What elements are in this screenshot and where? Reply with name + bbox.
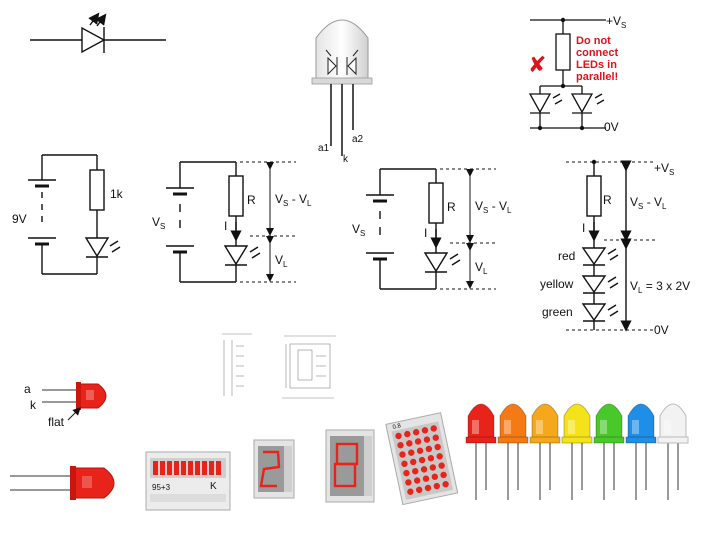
resistor-r-label: R xyxy=(447,200,456,214)
current-i-label: I xyxy=(424,226,427,240)
matrix-dot xyxy=(401,460,408,468)
simple-led-circuit: 1k 9V xyxy=(12,154,124,275)
colored-led-row xyxy=(465,403,689,500)
parallel-ground-label: 0V xyxy=(604,120,619,134)
series-current-label: I xyxy=(582,221,585,235)
resistor-value-label: 1k xyxy=(110,187,124,201)
matrix-dot xyxy=(434,443,441,451)
led-orange xyxy=(497,403,529,500)
matrix-dot xyxy=(424,484,432,492)
series-resistor-label: R xyxy=(603,193,612,207)
matrix-dot xyxy=(407,488,414,495)
dot-matrix-display: 0.8 xyxy=(385,412,459,506)
matrix-dot xyxy=(432,434,439,441)
matrix-dot xyxy=(408,449,415,456)
datasheet-pinout-drawing xyxy=(222,333,252,396)
matrix-dot xyxy=(414,438,422,445)
led-side-view-labeled: a k flat xyxy=(24,382,107,429)
matrix-dot xyxy=(418,456,426,464)
bicolor-led-package: a1 a2 k xyxy=(311,19,373,165)
matrix-dot xyxy=(436,453,443,460)
anode-a-label: a xyxy=(24,382,31,396)
supply-vs-label: VS xyxy=(352,222,365,238)
matrix-dot xyxy=(412,428,420,436)
matrix-dot xyxy=(425,445,433,453)
led-yellow xyxy=(561,403,593,500)
battery-voltage-label: 9V xyxy=(12,212,27,226)
vs-minus-vl-label: VS - VL xyxy=(475,199,512,215)
series-vs-minus-vl-label: VS - VL xyxy=(630,195,667,211)
flat-label: flat xyxy=(48,415,65,429)
matrix-dot xyxy=(429,464,437,471)
supply-vs-label: VS xyxy=(152,215,165,231)
matrix-dot xyxy=(405,479,412,486)
matrix-dot xyxy=(423,436,431,443)
vs-minus-vl-label: VS - VL xyxy=(275,192,312,208)
parallel-supply-label: +VS xyxy=(606,14,626,30)
matrix-dot xyxy=(440,471,447,479)
bargraph-k-mark: K xyxy=(210,481,217,492)
matrix-dot xyxy=(422,475,430,482)
led-red-label: red xyxy=(558,249,575,263)
led-amber xyxy=(529,403,561,500)
matrix-dot xyxy=(415,486,423,494)
matrix-dot xyxy=(395,432,402,440)
led-red xyxy=(465,403,497,500)
matrix-dot xyxy=(410,458,417,466)
cross-icon: ✘ xyxy=(528,53,546,78)
vl-label: VL xyxy=(475,260,488,276)
matrix-dot xyxy=(431,473,439,480)
matrix-dot xyxy=(403,469,410,477)
datasheet-dimension-drawing xyxy=(282,335,336,399)
led-symbol xyxy=(30,12,166,54)
warning-line-4: parallel! xyxy=(576,71,618,83)
matrix-dot xyxy=(412,468,419,475)
matrix-dot xyxy=(433,482,440,490)
parallel-warning-circuit: +VS ✘ Do not connect LEDs in parallel! 0… xyxy=(528,14,626,134)
led-bargraph-display: 95+3 K xyxy=(145,451,231,511)
resistor-led-circuit-a: R I VS VS - VL VL xyxy=(152,161,312,283)
warning-line-2: connect xyxy=(576,47,619,59)
seven-segment-display-small xyxy=(253,439,295,499)
matrix-dot xyxy=(399,451,406,458)
matrix-dot xyxy=(421,427,429,434)
led-blue xyxy=(625,403,657,500)
warning-line-1: Do not xyxy=(576,35,611,47)
led-green-label: green xyxy=(542,305,573,319)
matrix-dot xyxy=(414,477,421,484)
parallel-warning-text: Do not connect LEDs in parallel! xyxy=(576,35,619,83)
series-vl-sum-label: VL = 3 x 2V xyxy=(630,279,690,295)
matrix-dot xyxy=(397,442,404,449)
matrix-dot xyxy=(427,455,435,462)
matrix-dot xyxy=(416,447,424,454)
series-supply-label: +VS xyxy=(654,161,674,177)
pin-a1-label: a1 xyxy=(318,143,330,154)
matrix-dot xyxy=(404,430,411,438)
bargraph-code: 95+3 xyxy=(152,483,171,492)
dot-matrix-code: 0.8 xyxy=(392,423,402,431)
resistor-led-circuit-b: R I VS VS - VL VL xyxy=(352,168,512,290)
matrix-dot xyxy=(430,425,437,432)
series-led-string-circuit: +VS R I VS - VL red yellow green VL = 3 … xyxy=(540,159,690,337)
warning-line-3: LEDs in xyxy=(576,59,617,71)
led-green xyxy=(593,403,625,500)
vl-label: VL xyxy=(275,253,288,269)
cathode-k-label: k xyxy=(30,398,37,412)
pin-a2-label: a2 xyxy=(352,134,364,145)
matrix-dot xyxy=(438,462,445,469)
current-i-label: I xyxy=(224,219,227,233)
matrix-dot xyxy=(420,466,428,473)
seven-segment-display-large xyxy=(325,429,375,503)
series-ground-label: 0V xyxy=(654,323,669,337)
led-white xyxy=(657,403,689,500)
resistor-r-label: R xyxy=(247,193,256,207)
pin-k-label: k xyxy=(343,154,349,165)
led-yellow-label: yellow xyxy=(540,277,574,291)
matrix-dot xyxy=(442,481,449,488)
led-side-view xyxy=(10,466,115,500)
matrix-dot xyxy=(406,440,413,447)
